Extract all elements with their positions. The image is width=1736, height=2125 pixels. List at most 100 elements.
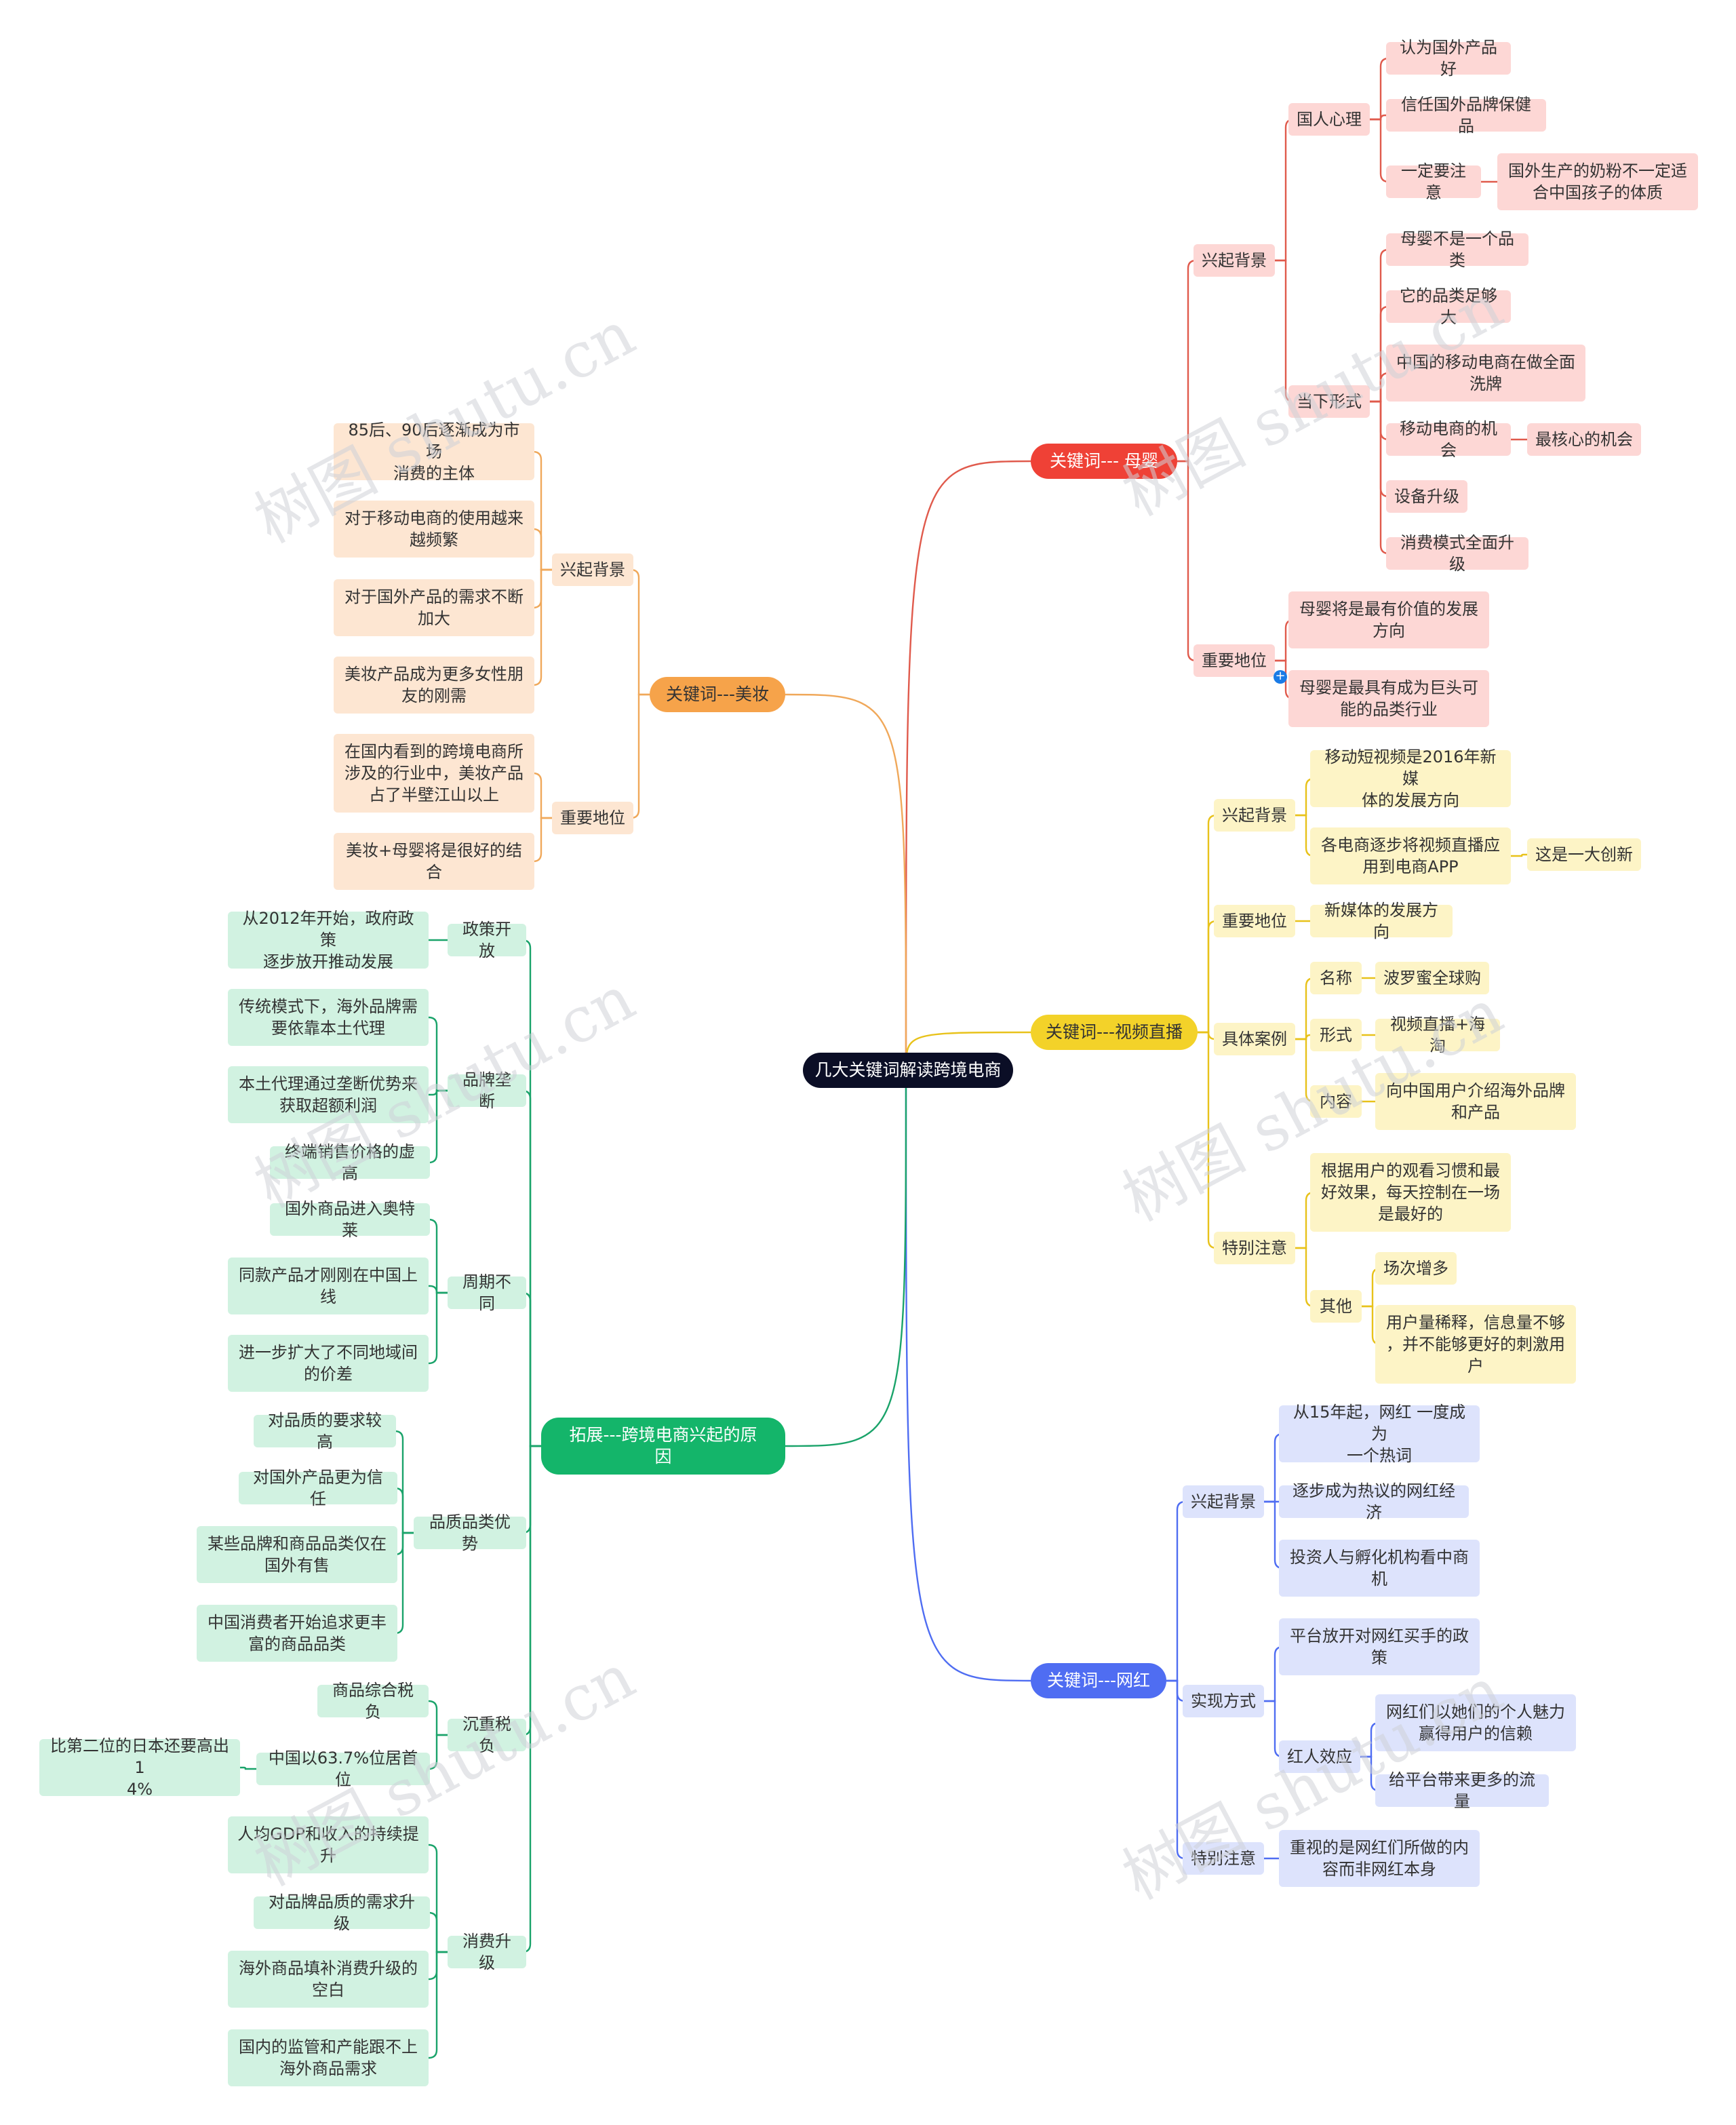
node-t-pp3[interactable]: 终端销售价格的虚高 — [270, 1142, 430, 1183]
connector-t-cz2a — [240, 1766, 256, 1770]
node-t-cz2[interactable]: 中国以63.7%位居首位 — [256, 1749, 430, 1789]
node-t-pzpl[interactable]: 品质品类优势 — [414, 1513, 526, 1553]
node-mz-z1[interactable]: 在国内看到的跨境电商所 涉及的行业中，美妆产品 占了半壁江山以上 — [334, 734, 534, 813]
connector-mz-x3 — [532, 568, 552, 609]
connector-v-tbzy — [1198, 1031, 1217, 1249]
node-tuozhan[interactable]: 拓展---跨境电商兴起的原 因 — [541, 1418, 785, 1475]
node-my-dxxs[interactable]: 当下形式 — [1288, 385, 1370, 418]
node-w-h1[interactable]: 网红们以她们的个人魅力 赢得用户的信赖 — [1375, 1694, 1576, 1751]
node-video[interactable]: 关键词---视频直播 — [1031, 1015, 1198, 1050]
node-v-q1[interactable]: 场次增多 — [1375, 1252, 1457, 1285]
node-v-xs1[interactable]: 视频直播+海淘 — [1375, 1015, 1500, 1055]
node-t-pz3[interactable]: 某些品牌和商品品类仅在 国外有售 — [197, 1526, 397, 1583]
node-t-zqbt[interactable]: 周期不同 — [448, 1272, 526, 1313]
node-mz-x2[interactable]: 对于移动电商的使用越来 越频繁 — [334, 501, 534, 558]
connector-t-cz2 — [428, 1734, 448, 1770]
node-mz-xqbj[interactable]: 兴起背景 — [552, 553, 633, 586]
node-my-g3a[interactable]: 国外生产的奶粉不一定适 合中国孩子的体质 — [1497, 153, 1698, 210]
connector-v-zydw — [1198, 920, 1217, 1034]
node-t-pz1[interactable]: 对品质的要求较高 — [254, 1411, 396, 1451]
connector-t-cz1 — [428, 1700, 448, 1736]
node-my-z2[interactable]: 母婴是最具有成为巨头可 能的品类行业 — [1288, 670, 1489, 727]
node-v-qt[interactable]: 其他 — [1310, 1290, 1362, 1323]
node-v-x2a[interactable]: 这是一大创新 — [1527, 838, 1641, 871]
node-mz-x1[interactable]: 85后、90后逐渐成为市场 消费的主体 — [334, 421, 534, 483]
node-my-g1[interactable]: 认为国外产品好 — [1386, 38, 1511, 79]
node-t-pp2[interactable]: 本土代理通过垄断优势来 获取超额利润 — [228, 1066, 429, 1123]
node-v-nr[interactable]: 内容 — [1310, 1085, 1362, 1118]
node-t-pz2[interactable]: 对国外产品更为信任 — [239, 1468, 397, 1508]
node-mz-x3[interactable]: 对于国外产品的需求不断 加大 — [334, 579, 534, 636]
node-w-h2[interactable]: 给平台带来更多的流量 — [1375, 1770, 1549, 1811]
node-muying[interactable]: 关键词--- 母婴 — [1031, 444, 1177, 479]
connector-t-pz3 — [394, 1532, 414, 1556]
node-t-zckf[interactable]: 政策开放 — [448, 920, 526, 960]
node-w-sxfs[interactable]: 实现方式 — [1183, 1685, 1264, 1717]
node-w-t1[interactable]: 重视的是网红们所做的内 容而非网红本身 — [1279, 1830, 1480, 1887]
connector-wanghong — [905, 1070, 1031, 1682]
node-meizhuang[interactable]: 关键词---美妆 — [650, 677, 785, 712]
node-t-xfsj[interactable]: 消费升级 — [448, 1932, 526, 1972]
node-mz-x4[interactable]: 美妆产品成为更多女性朋 友的刚需 — [334, 657, 534, 714]
node-t-pp1[interactable]: 传统模式下，海外品牌需 要依靠本土代理 — [228, 989, 429, 1046]
node-v-xqbj[interactable]: 兴起背景 — [1214, 799, 1295, 832]
node-v-jtal[interactable]: 具体案例 — [1214, 1023, 1295, 1055]
node-my-d3[interactable]: 中国的移动电商在做全面 洗牌 — [1386, 345, 1585, 402]
node-w-xqbj[interactable]: 兴起背景 — [1183, 1485, 1264, 1518]
node-w-x1[interactable]: 从15年起，网红 一度成为 一个热词 — [1279, 1403, 1480, 1465]
node-v-mc1[interactable]: 波罗蜜全球购 — [1375, 962, 1489, 994]
node-t-pz4[interactable]: 中国消费者开始追求更丰 富的商品品类 — [197, 1605, 397, 1662]
connector-mz-z1 — [532, 772, 552, 819]
node-my-zydw[interactable]: 重要地位 — [1194, 644, 1275, 677]
expand-plus-icon[interactable]: + — [1274, 670, 1287, 684]
node-t-czsf[interactable]: 沉重税负 — [448, 1715, 526, 1755]
node-v-xs[interactable]: 形式 — [1310, 1019, 1362, 1051]
node-w-s1[interactable]: 平台放开对网红买手的政 策 — [1279, 1618, 1480, 1675]
node-v-x2[interactable]: 各电商逐步将视频直播应 用到电商APP — [1310, 827, 1511, 884]
connector-t-pz4 — [394, 1532, 414, 1635]
node-my-z1[interactable]: 母婴将是最有价值的发展 方向 — [1288, 591, 1489, 648]
node-my-d2[interactable]: 它的品类足够大 — [1386, 286, 1511, 327]
node-wanghong[interactable]: 关键词---网红 — [1031, 1663, 1166, 1698]
connector-mz-x2 — [532, 528, 552, 571]
node-v-zydw[interactable]: 重要地位 — [1214, 905, 1295, 937]
connector-my-xqbj — [1177, 259, 1197, 463]
node-my-d1[interactable]: 母婴不是一个品类 — [1386, 229, 1528, 270]
node-t-cz2a[interactable]: 比第二位的日本还要高出1 4% — [39, 1736, 240, 1799]
node-my-grxl[interactable]: 国人心理 — [1288, 103, 1370, 136]
node-v-x1[interactable]: 移动短视频是2016年新媒 体的发展方向 — [1310, 747, 1511, 810]
node-t-zq1[interactable]: 国外商品进入奥特莱 — [270, 1199, 430, 1240]
node-w-x3[interactable]: 投资人与孵化机构看中商 机 — [1279, 1540, 1480, 1597]
node-t-xf2[interactable]: 对品牌品质的需求升级 — [254, 1892, 430, 1933]
node-t-xf1[interactable]: 人均GDP和收入的持续提 升 — [228, 1816, 429, 1873]
node-v-z1[interactable]: 新媒体的发展方向 — [1310, 901, 1453, 941]
node-my-d4a[interactable]: 最核心的机会 — [1527, 423, 1641, 456]
node-my-g2[interactable]: 信任国外品牌保健品 — [1386, 95, 1546, 136]
connector-t-pz2 — [394, 1487, 414, 1534]
node-v-q2[interactable]: 用户量稀释，信息量不够 ，并不能够更好的刺激用 户 — [1375, 1305, 1576, 1384]
node-my-d6[interactable]: 消费模式全面升级 — [1386, 533, 1528, 574]
node-mz-zydw[interactable]: 重要地位 — [552, 802, 633, 834]
node-t-xf3[interactable]: 海外商品填补消费升级的 空白 — [228, 1951, 429, 2008]
connector-t-pz1 — [394, 1430, 414, 1534]
node-my-g3[interactable]: 一定要注意 — [1386, 161, 1481, 202]
node-my-d5[interactable]: 设备升级 — [1386, 480, 1467, 513]
node-w-x2[interactable]: 逐步成为热议的网红经济 — [1279, 1481, 1469, 1522]
node-mz-z2[interactable]: 美妆+母婴将是很好的结 合 — [334, 833, 534, 890]
node-my-xqbj[interactable]: 兴起背景 — [1194, 244, 1275, 277]
node-t-zq3[interactable]: 进一步扩大了不同地域间 的价差 — [228, 1335, 429, 1392]
node-w-hrxy[interactable]: 红人效应 — [1279, 1740, 1360, 1773]
node-v-nr1[interactable]: 向中国用户介绍海外品牌 和产品 — [1375, 1073, 1576, 1130]
node-t-xf4[interactable]: 国内的监管和产能跟不上 海外商品需求 — [228, 2029, 429, 2086]
node-w-tbzy[interactable]: 特别注意 — [1183, 1842, 1264, 1875]
node-t-cz1[interactable]: 商品综合税负 — [317, 1681, 429, 1721]
node-t-zq2[interactable]: 同款产品才刚刚在中国上 线 — [228, 1258, 429, 1314]
node-v-tbzy[interactable]: 特别注意 — [1214, 1232, 1295, 1264]
node-my-d4[interactable]: 移动电商的机会 — [1386, 419, 1511, 460]
node-v-mc[interactable]: 名称 — [1310, 962, 1362, 994]
node-t-zc1[interactable]: 从2012年开始，政府政策 逐步放开推动发展 — [228, 909, 429, 971]
node-v-t1[interactable]: 根据用户的观看习惯和最 好效果，每天控制在一场 是最好的 — [1310, 1153, 1511, 1232]
node-root[interactable]: 几大关键词解读跨境电商 — [803, 1053, 1013, 1088]
node-t-ppld[interactable]: 品牌垄断 — [448, 1070, 526, 1111]
connector-mz-xqbj — [630, 568, 650, 696]
